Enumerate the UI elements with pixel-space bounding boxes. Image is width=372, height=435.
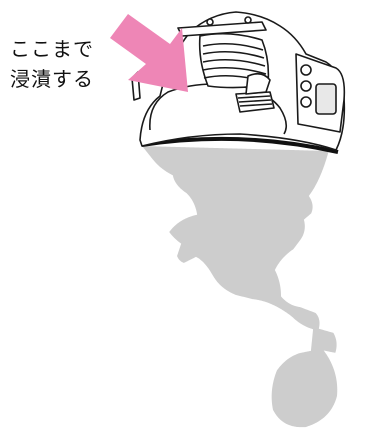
callout-line-1: ここまで bbox=[10, 34, 94, 64]
handle-silhouette bbox=[140, 145, 338, 428]
pink-arrow-icon bbox=[110, 14, 188, 92]
immersion-callout: ここまで 浸漬する bbox=[10, 34, 94, 94]
callout-line-2: 浸漬する bbox=[10, 64, 94, 94]
